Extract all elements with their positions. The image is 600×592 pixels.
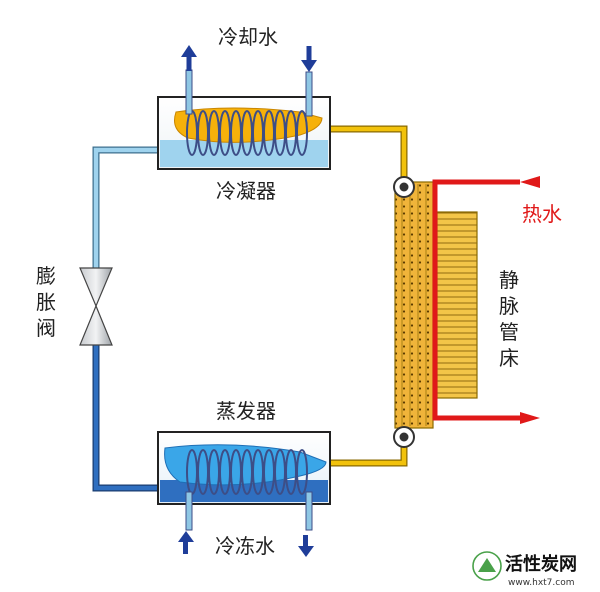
watermark-logo [472,551,502,581]
heat-exchanger [394,181,478,429]
hot-gas-line [330,125,408,178]
expansion-valve [79,267,113,346]
watermark: 活性炭网 www.hxt7.com [472,551,577,588]
condenser [157,69,331,170]
evaporator-coil [186,449,308,495]
evaporator-label: 蒸发器 [216,399,276,423]
vertical-label-char: 胀 [36,290,56,314]
vertical-label-char: 脉 [499,294,519,318]
evaporator [157,431,331,531]
watermark-brand: 活性炭网 [505,553,577,575]
low-pressure-line [92,345,160,492]
junction-top [393,176,415,198]
vertical-label-char: 静 [499,268,519,292]
expansion-valve-label-text: 膨胀阀 [36,264,56,340]
chilled-water-out-arrow [298,535,314,557]
vertical-label-char: 管 [499,320,519,344]
condenser-label: 冷凝器 [216,179,276,203]
chilled-water-in-arrow [178,531,194,554]
vein-bed-label-text: 静脉管床 [499,268,519,370]
cooling-water-label: 冷却水 [218,25,278,49]
watermark-url: www.hxt7.com [508,578,575,588]
vertical-label-char: 膨 [36,264,56,288]
evaporator-return-line [330,446,408,467]
vertical-label-char: 阀 [36,316,56,340]
liquid-line [92,146,160,268]
cooling-water-out-arrow [181,45,197,71]
vein-bed-label: 静脉管床 [499,268,519,370]
vertical-label-char: 床 [499,346,519,370]
cooling-water-in-arrow [301,46,317,72]
chilled-water-label: 冷冻水 [215,534,275,558]
hot-water-label: 热水 [522,202,562,226]
hot-water-line [432,176,540,424]
junction-bottom [393,426,415,448]
expansion-valve-label: 膨胀阀 [36,264,56,340]
